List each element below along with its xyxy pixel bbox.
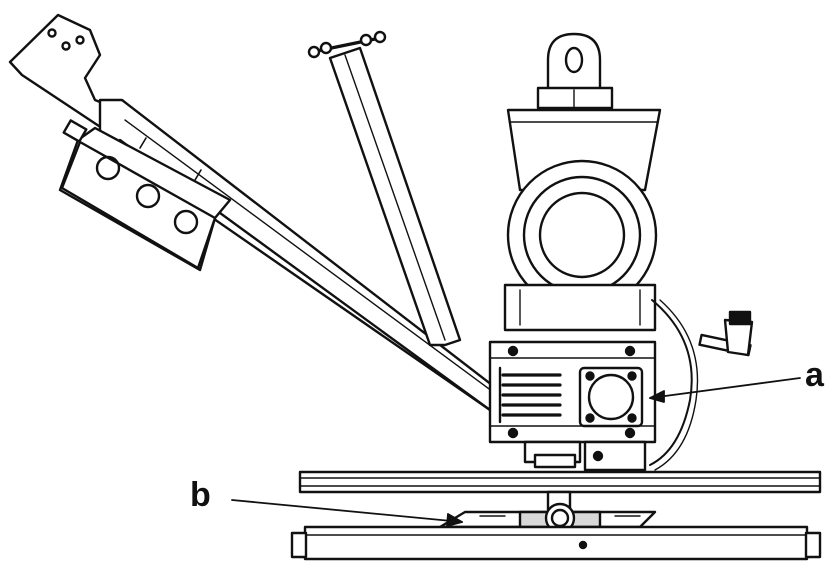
arm-mounted-box — [58, 119, 232, 272]
callout-label-a: a — [805, 356, 824, 394]
motor-assembly — [503, 32, 754, 471]
strut-with-handle — [307, 30, 462, 347]
inclined-arm — [8, 13, 507, 412]
leader-a — [649, 377, 801, 403]
bearing-assembly — [438, 490, 657, 534]
upper-plate — [298, 470, 822, 494]
leader-b — [231, 499, 463, 527]
lower-base-plate — [290, 525, 822, 561]
callout-label-b: b — [190, 476, 211, 514]
gearbox — [488, 340, 657, 472]
